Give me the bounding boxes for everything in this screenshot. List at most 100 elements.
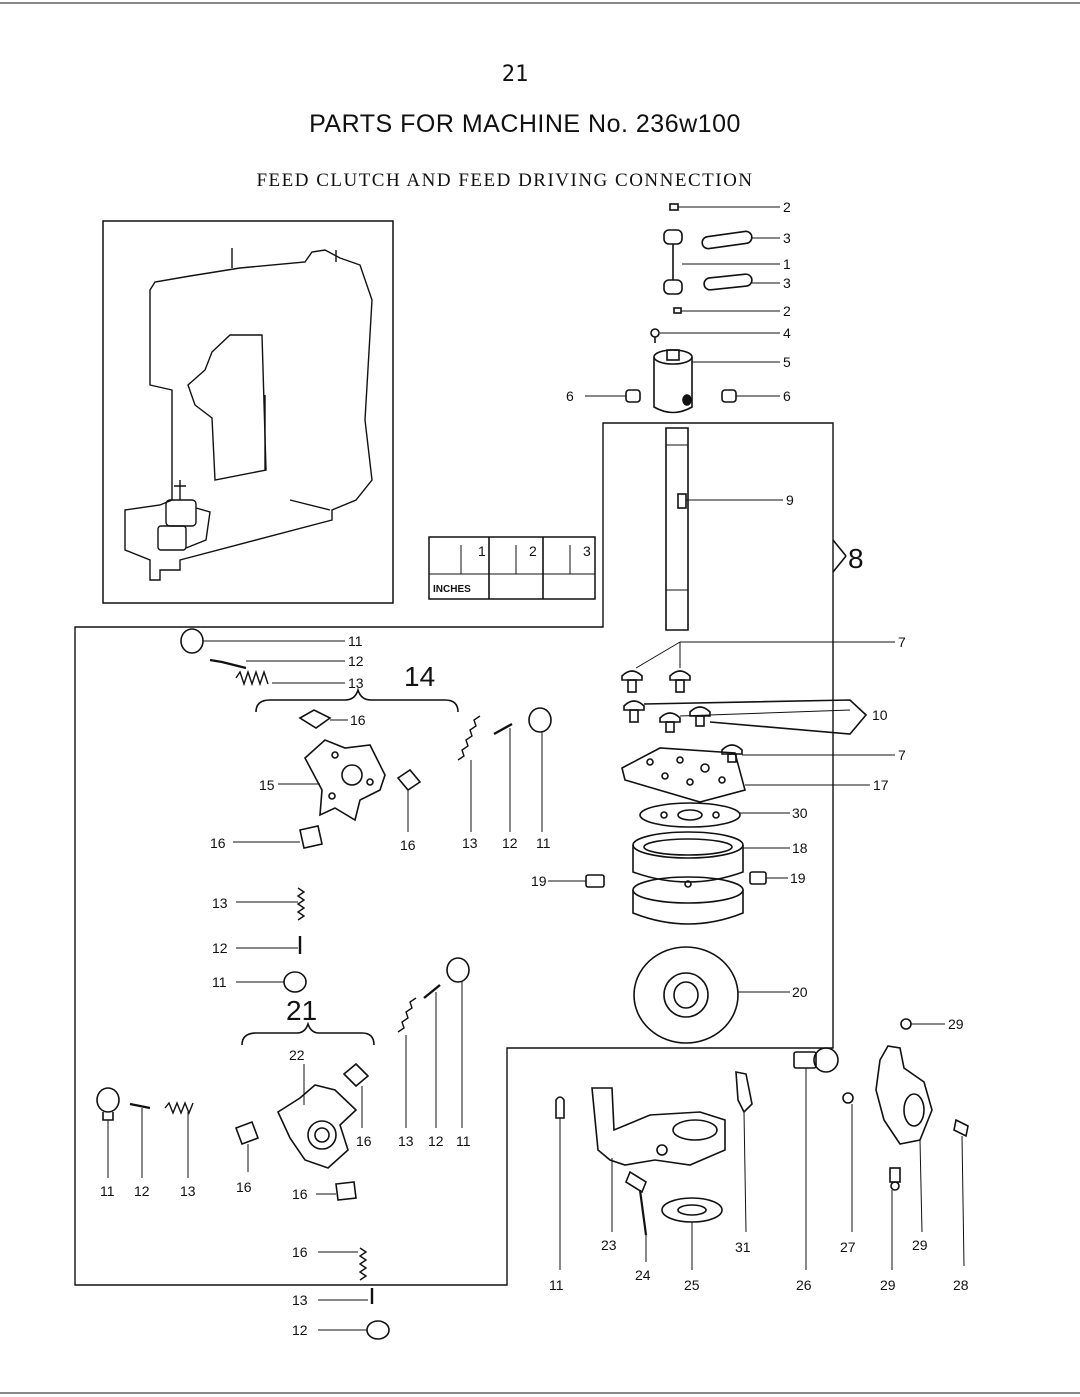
group-14-brace — [255, 687, 459, 713]
part-19-screw-right — [749, 871, 788, 885]
part-10-screws — [623, 699, 868, 735]
callout-11-right: 11 — [536, 835, 551, 851]
callout-31: 25 — [684, 1277, 700, 1293]
part-11-plunger-g21 — [446, 957, 470, 1128]
callout-13-bottom: 16 — [292, 1244, 308, 1260]
part-29-screw-top — [900, 1018, 945, 1030]
callout-9: 9 — [786, 492, 794, 508]
part-3-pin-upper — [701, 230, 780, 250]
part-20-feed-disc — [633, 946, 790, 1044]
callout-13-g14: 13 — [348, 675, 364, 691]
callout-23: 11 — [549, 1277, 564, 1293]
part-1-shaft — [663, 229, 780, 295]
part-16-block-a — [298, 709, 348, 729]
callout-15: 15 — [259, 777, 275, 793]
part-4-screw — [650, 328, 780, 343]
part-13-spring-left — [164, 1101, 194, 1178]
part-11-plunger-mid — [236, 971, 307, 993]
machine-outline-illustration — [124, 248, 373, 581]
part-29-screw-a — [842, 1092, 854, 1232]
part-31-washer — [661, 1197, 723, 1270]
part-11-plunger-bottom — [318, 1320, 390, 1340]
part-16-block-c — [233, 825, 323, 849]
part-7-screws-upper — [621, 641, 895, 693]
diagram-subtitle: FEED CLUTCH AND FEED DRIVING CONNECTION — [256, 170, 754, 191]
part-11-plunger-right — [528, 707, 552, 832]
part-12-stud-g21 — [423, 984, 441, 1128]
callout-16-d: 16 — [356, 1133, 372, 1149]
callout-16-b: 16 — [400, 837, 416, 853]
callout-29-b: 29 — [880, 1277, 896, 1293]
page-number: 21 — [501, 62, 529, 87]
callout-13-g21: 13 — [398, 1133, 414, 1149]
page-title: PARTS FOR MACHINE No. 236w100 — [309, 110, 741, 138]
part-12-stud-g14 — [209, 658, 345, 670]
callout-16-f: 16 — [292, 1186, 308, 1202]
part-26-pin — [735, 1071, 753, 1233]
part-28-crank — [875, 1045, 933, 1233]
callout-13-left: 13 — [180, 1183, 196, 1199]
part-16-block-e — [234, 1120, 260, 1172]
part-5-clutch-hub — [653, 349, 780, 414]
callout-12-right: 12 — [502, 835, 518, 851]
part-17-feed-plate — [621, 747, 870, 803]
part-24-feed-lever — [591, 1087, 726, 1232]
scale-unit-label: INCHES — [433, 584, 471, 595]
callout-19-right: 19 — [790, 870, 806, 886]
part-13-spring-mid — [236, 887, 306, 921]
callout-11-mid: 11 — [212, 974, 227, 990]
part-19-screw-left — [548, 874, 605, 888]
callout-18: 18 — [792, 840, 808, 856]
part-18-clutch-ring — [632, 831, 790, 883]
callout-5: 5 — [783, 354, 791, 370]
part-27-screw-stud — [793, 1047, 839, 1270]
part-12-stud-bottom — [318, 1288, 374, 1304]
part-6-setscrew-right — [721, 389, 780, 403]
labels: 1 2 3 INCHES 8 14 21 22 2 3 1 3 2 4 5 6 … — [100, 199, 969, 1338]
callout-29-mid: 27 — [840, 1239, 856, 1255]
part-7-screw-lower — [721, 744, 895, 763]
group-14-label: 14 — [404, 661, 435, 692]
callout-6-right: 6 — [783, 388, 791, 404]
callout-29-top: 29 — [948, 1016, 964, 1032]
part-9-feed-shaft — [665, 427, 783, 631]
part-22-clutch-cam — [276, 1064, 358, 1169]
callout-16-a: 16 — [350, 712, 366, 728]
part-2-screw-top — [669, 203, 780, 211]
part-3-pin-lower — [703, 273, 780, 291]
callout-12-bottom: 13 — [292, 1292, 308, 1308]
part-12-stud-left — [129, 1102, 151, 1178]
callout-12-g21: 12 — [428, 1133, 444, 1149]
callout-6-left: 6 — [566, 388, 574, 404]
callout-12-mid: 12 — [212, 940, 228, 956]
group-8-frame — [74, 422, 834, 1286]
callout-4: 4 — [783, 325, 791, 341]
callout-7-upper: 7 — [898, 634, 906, 650]
part-15-clutch-cam — [278, 739, 386, 822]
callout-7-lower: 7 — [898, 747, 906, 763]
callout-11-g21: 11 — [456, 1133, 471, 1149]
callout-19-left: 19 — [531, 873, 547, 889]
part-23-screw — [555, 1096, 565, 1270]
group-21-label: 21 — [286, 995, 317, 1026]
part-13-spring-bottom — [318, 1247, 368, 1281]
scale-mark-3: 3 — [583, 543, 591, 559]
callout-11-bottom: 12 — [292, 1322, 308, 1338]
scale-mark-2: 2 — [529, 543, 537, 559]
part-12-stud-mid — [236, 936, 302, 954]
part-30-gasket — [639, 802, 790, 828]
part-16-block-b — [396, 768, 422, 832]
callout-3-lower: 3 — [783, 275, 791, 291]
scale-mark-1: 1 — [478, 543, 486, 559]
callout-2-lower: 2 — [783, 303, 791, 319]
callout-12-g14: 12 — [348, 653, 364, 669]
callout-11-g14: 11 — [348, 633, 363, 649]
part-29-screw-c — [953, 1118, 969, 1267]
part-6-setscrew-left — [585, 389, 641, 403]
callout-28: 29 — [912, 1237, 928, 1253]
part-25-screw — [625, 1170, 648, 1262]
part-18-base — [632, 876, 744, 925]
callout-12-left: 12 — [134, 1183, 150, 1199]
callout-17: 17 — [873, 777, 889, 793]
